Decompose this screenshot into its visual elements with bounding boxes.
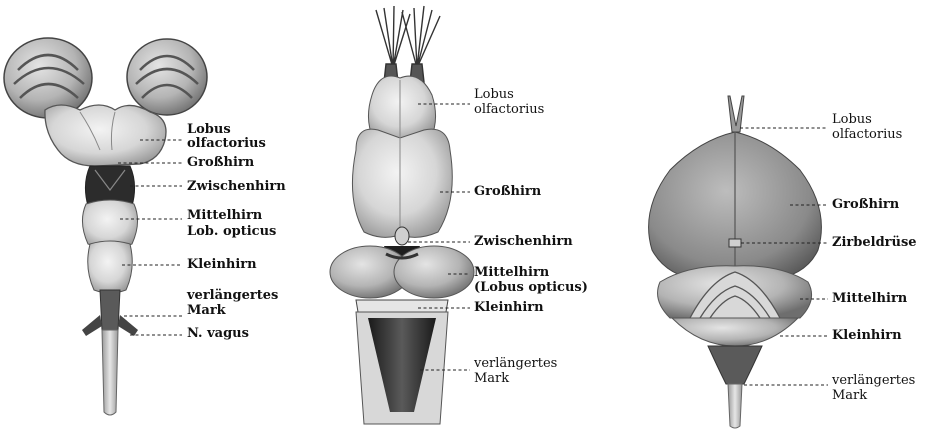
middle-label-mittelhirn-line2: (Lobus opticus) [474,281,588,295]
right-label-lobus-olfactorius-line1: Lobus [832,113,872,127]
middle-label-kleinhirn: Kleinhirn [474,301,544,315]
middle-brain-drawing [330,6,474,424]
left-label-mittelhirn: Mittelhirn [187,209,262,223]
middle-label-grosshirn: Großhirn [474,185,541,199]
right-label-kleinhirn: Kleinhirn [832,329,902,343]
middle-label-mittelhirn-line1: Mittelhirn [474,266,549,280]
right-label-verlaengertes-mark-line1: verlängertes [832,374,915,388]
left-brain-drawing [4,38,207,415]
left-olfactory-bulb-left [4,38,92,118]
middle-olfactory-fibres [376,6,440,82]
left-label-verlaengertes-mark-line1: verlängertes [187,289,278,303]
right-label-zirbeldruese: Zirbeldrüse [832,236,917,250]
right-label-grosshirn: Großhirn [832,198,899,212]
middle-label-lobus-olfactorius-line2: olfactorius [474,103,544,117]
left-olfactory-bulb-right [127,39,207,115]
left-label-lobus-olfactorius-line1: Lobus [187,123,231,137]
left-label-verlaengertes-mark-line2: Mark [187,304,226,318]
middle-label-verlaengertes-mark-line2: Mark [474,372,509,386]
right-label-mittelhirn: Mittelhirn [832,292,907,306]
right-brain-drawing [649,96,822,428]
right-label-lobus-olfactorius-line2: olfactorius [832,128,902,142]
left-label-lob-opticus: Lob. opticus [187,225,276,239]
middle-label-zwischenhirn: Zwischenhirn [474,235,573,249]
left-label-n-vagus: N. vagus [187,327,249,341]
middle-label-verlaengertes-mark-line1: verlängertes [474,357,557,371]
middle-label-lobus-olfactorius-line1: Lobus [474,88,514,102]
left-label-kleinhirn: Kleinhirn [187,258,257,272]
left-label-lobus-olfactorius-line2: olfactorius [187,137,266,151]
left-label-grosshirn: Großhirn [187,156,254,170]
right-label-verlaengertes-mark-line2: Mark [832,389,867,403]
left-label-zwischenhirn: Zwischenhirn [187,180,286,194]
